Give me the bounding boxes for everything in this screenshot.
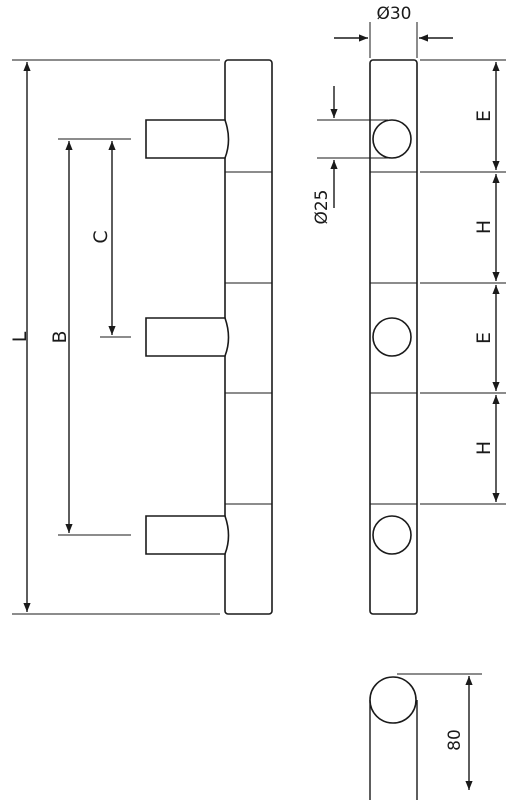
side-handle-bar: [224, 59, 273, 615]
side-post-bottom: [145, 515, 230, 555]
label-80: 80: [445, 729, 465, 751]
post-circle-middle: [372, 317, 412, 357]
side-post-middle: [145, 317, 230, 357]
post-circle-bottom: [372, 515, 412, 555]
label-E-2: E: [473, 332, 495, 344]
label-C: C: [90, 230, 112, 243]
label-B: B: [49, 330, 71, 343]
side-view: L B C: [9, 59, 273, 615]
post-circle-top: [372, 119, 412, 159]
side-post-top: [145, 119, 230, 159]
label-H-2: H: [473, 441, 495, 455]
detail-post-circle: [369, 676, 417, 724]
label-H-1: H: [473, 220, 495, 234]
detail-view: 80: [369, 673, 482, 800]
label-L: L: [9, 331, 31, 342]
label-dia30: Ø30: [376, 4, 411, 24]
label-E-1: E: [473, 110, 495, 122]
label-dia25: Ø25: [312, 189, 332, 224]
front-view: Ø30 Ø25 E H E H: [312, 4, 506, 615]
